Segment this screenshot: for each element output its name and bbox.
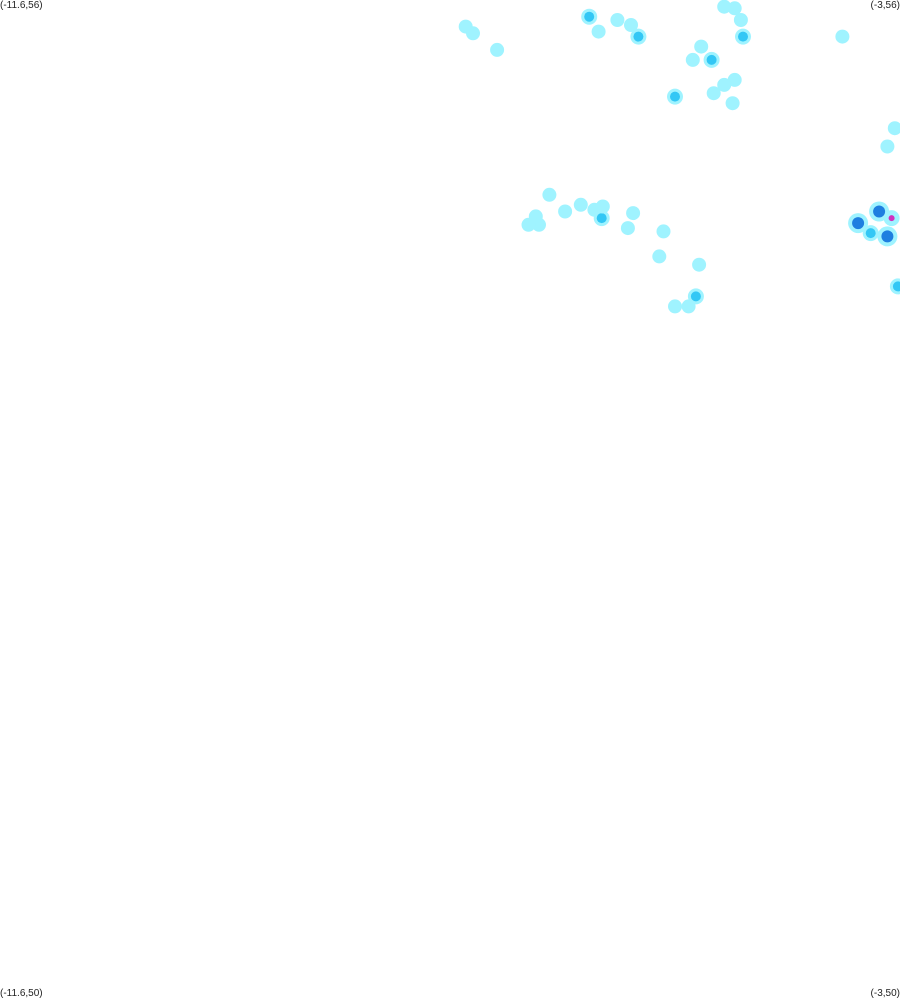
- precip-echo-light-23: [542, 187, 557, 202]
- corner-coordinate-bottom-right: (-3,50): [870, 988, 900, 999]
- precip-echo-light-39: [668, 299, 682, 314]
- precip-echo-light-4: [610, 13, 625, 27]
- precip-echo-medium-37: [690, 291, 701, 302]
- corner-coordinate-top-right: (-3,56): [870, 0, 900, 11]
- precip-echo-light-5: [624, 18, 638, 32]
- precip-echo-heavy-44: [881, 230, 894, 243]
- precip-echo-light-8: [717, 0, 732, 14]
- corner-coordinate-bottom-left: (-11.6,50): [0, 988, 43, 999]
- precip-echo-light-9: [727, 1, 742, 16]
- precip-echo-light-33: [626, 206, 641, 221]
- precip-echo-light-17: [706, 86, 721, 101]
- precip-echo-very_heavy-42: [888, 215, 895, 222]
- precip-echo-medium-3: [584, 11, 595, 22]
- precip-echo-heavy-40: [852, 217, 865, 230]
- precip-echo-medium-27: [596, 213, 607, 224]
- precip-echo-light-28: [595, 199, 610, 214]
- precip-echo-light-24: [573, 197, 588, 212]
- precip-echo-light-31: [521, 217, 536, 232]
- precipitation-echo-layer: [458, 0, 900, 314]
- precip-echo-light-14: [685, 52, 700, 67]
- precip-echo-light-32: [620, 221, 635, 236]
- corner-coordinate-top-left: (-11.6,56): [0, 0, 43, 11]
- precip-echo-light-2: [490, 42, 505, 57]
- precip-echo-light-34: [656, 224, 671, 239]
- precip-echo-medium-13: [706, 54, 717, 65]
- precip-echo-light-25: [558, 204, 573, 219]
- precip-echo-light-35: [652, 249, 667, 264]
- precip-echo-medium-18: [670, 91, 680, 102]
- precip-echo-light-36: [692, 257, 707, 272]
- precip-echo-light-20: [835, 29, 850, 44]
- precip-echo-heavy-41: [873, 205, 886, 218]
- precip-echo-light-38: [681, 299, 696, 314]
- precip-echo-light-22: [880, 139, 895, 154]
- precip-echo-medium-11: [738, 31, 748, 42]
- precip-echo-light-12: [694, 39, 709, 54]
- precip-echo-light-30: [532, 217, 546, 232]
- precip-echo-light-10: [733, 13, 748, 27]
- precip-echo-light-1: [466, 26, 480, 41]
- precip-echo-light-16: [717, 77, 732, 92]
- precip-echo-medium-45: [892, 281, 900, 292]
- precip-echo-light-19: [725, 96, 740, 111]
- precip-echo-light-15: [727, 72, 742, 87]
- precip-echo-light-7: [591, 24, 606, 39]
- precip-echo-medium-6: [633, 31, 644, 42]
- precip-echo-light-21: [887, 121, 900, 136]
- precip-echo-medium-43: [865, 228, 876, 239]
